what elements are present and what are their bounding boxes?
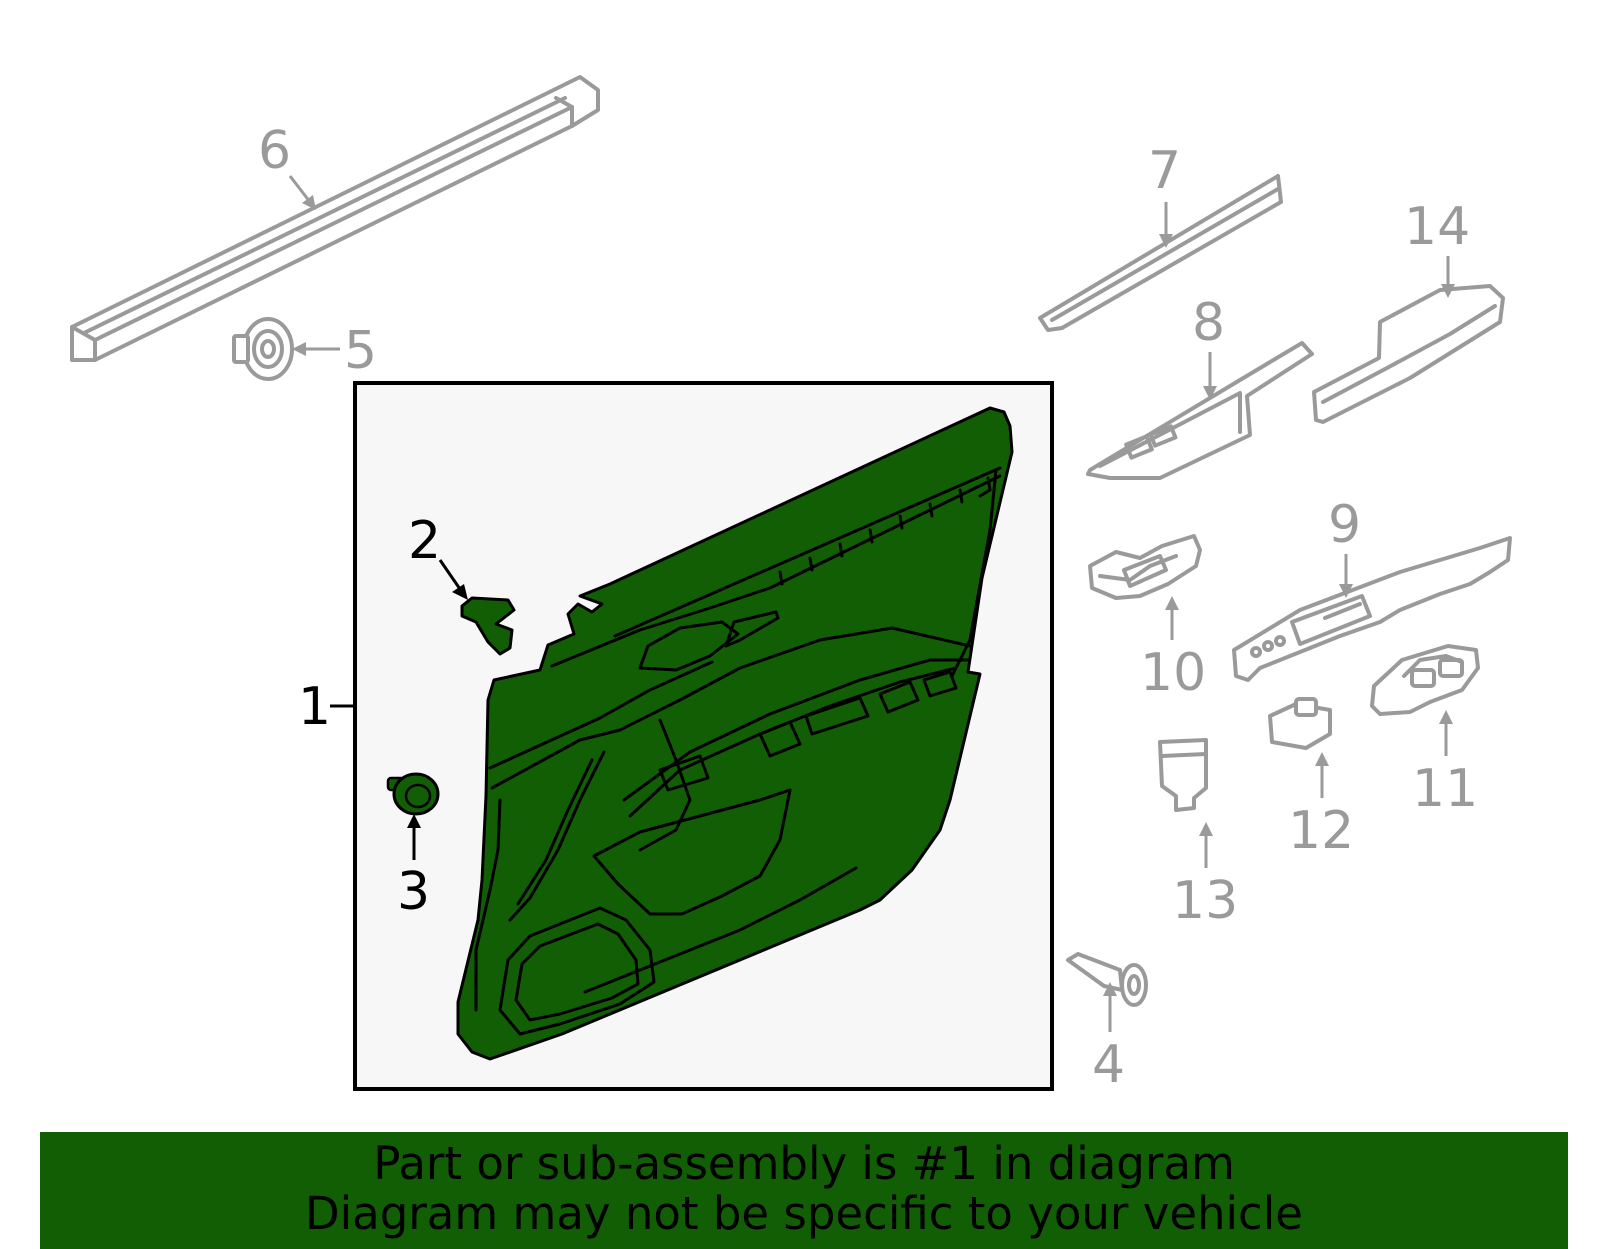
part-1-door-panel[interactable] <box>456 406 1014 1061</box>
callout-3: 3 <box>397 862 430 922</box>
callout-6: 6 <box>258 121 291 181</box>
part-8-switch-bezel[interactable] <box>1086 341 1314 480</box>
callout-14: 14 <box>1404 197 1470 257</box>
part-7-trim-strip[interactable] <box>1038 174 1283 332</box>
callout-8: 8 <box>1192 293 1225 353</box>
callout-11: 11 <box>1412 759 1478 819</box>
banner-line-1: Part or sub-assembly is #1 in diagram <box>373 1137 1235 1190</box>
callout-5: 5 <box>344 321 377 381</box>
callout-10: 10 <box>1140 643 1206 703</box>
part-3-grommet[interactable] <box>386 772 440 816</box>
leader-lines <box>288 175 1455 1032</box>
callout-2: 2 <box>408 511 441 571</box>
part-2-retainer[interactable] <box>460 596 516 656</box>
part-14-armrest-cover[interactable] <box>1312 284 1505 424</box>
callout-1: 1 <box>298 677 331 737</box>
callout-12: 12 <box>1288 801 1354 861</box>
part-11-window-switch[interactable] <box>1370 644 1480 716</box>
callout-13: 13 <box>1172 871 1238 931</box>
info-banner: Part or sub-assembly is #1 in diagram Di… <box>40 1132 1568 1249</box>
banner-line-2: Diagram may not be specific to your vehi… <box>305 1187 1303 1240</box>
callout-4: 4 <box>1092 1035 1125 1095</box>
part-12-switch[interactable] <box>1268 697 1332 750</box>
part-13-clip[interactable] <box>1158 738 1208 812</box>
callout-7: 7 <box>1148 141 1181 201</box>
part-6-weatherstrip[interactable] <box>70 75 600 362</box>
callout-9: 9 <box>1328 495 1361 555</box>
part-9-switch-panel[interactable] <box>1232 536 1512 682</box>
part-5-grommet[interactable] <box>232 317 294 381</box>
part-10-switch[interactable] <box>1088 534 1202 600</box>
part-4-screw[interactable] <box>1066 952 1148 1007</box>
